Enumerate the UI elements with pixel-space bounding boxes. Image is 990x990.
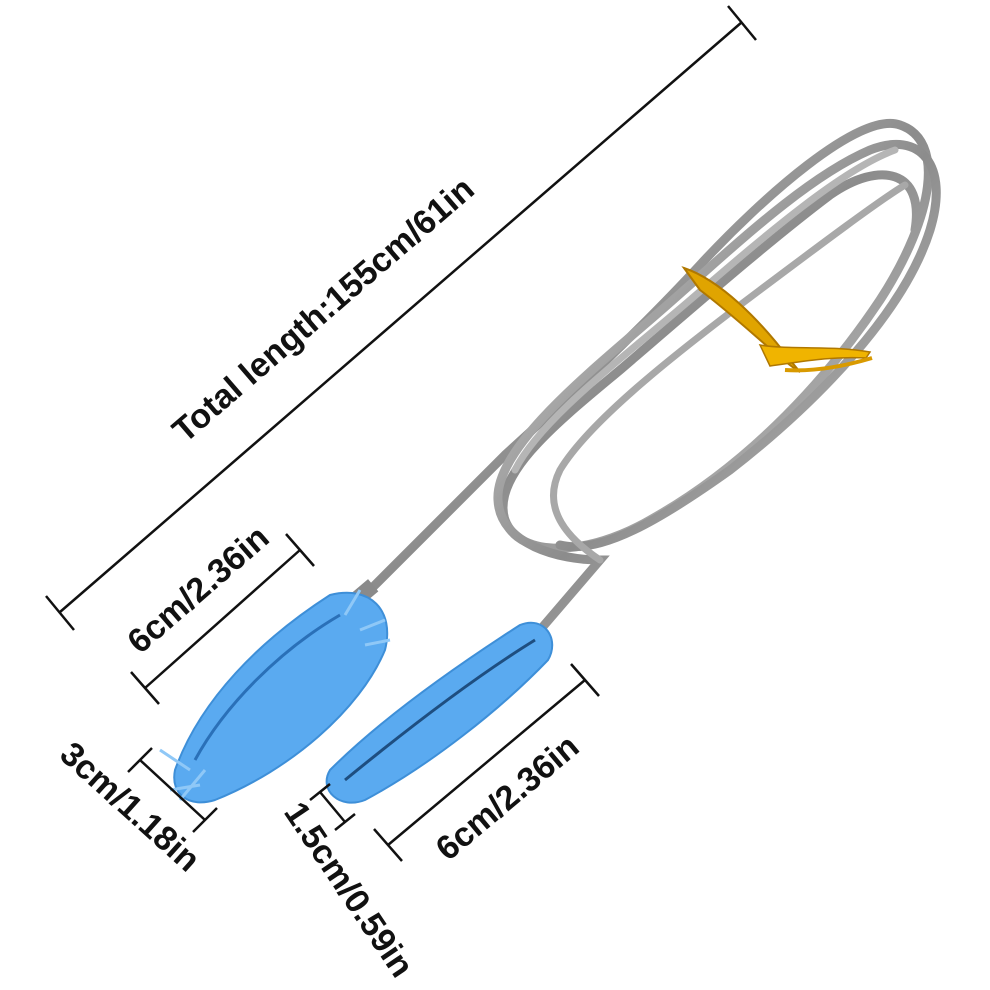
small-brush-length-dimension	[373, 663, 600, 862]
small-brush-length-label: 6cm/2.36in	[429, 727, 587, 868]
small-brush-diameter-label: 1.5cm/0.59in	[276, 795, 421, 984]
large-brush-length-dimension	[130, 533, 315, 705]
total-length-label: Total length:155cm/61in	[165, 170, 481, 450]
large-brush-diameter-dimension	[127, 747, 218, 833]
small-brush	[325, 621, 554, 804]
small-brush-bristles	[325, 621, 554, 804]
gold-twist-tie	[681, 266, 873, 373]
total-length-dimension	[45, 5, 757, 631]
large-brush	[159, 579, 391, 804]
small-brush-diameter-dimension	[309, 783, 356, 831]
coiled-spring-wire	[365, 118, 941, 635]
large-brush-bristles	[159, 589, 391, 804]
